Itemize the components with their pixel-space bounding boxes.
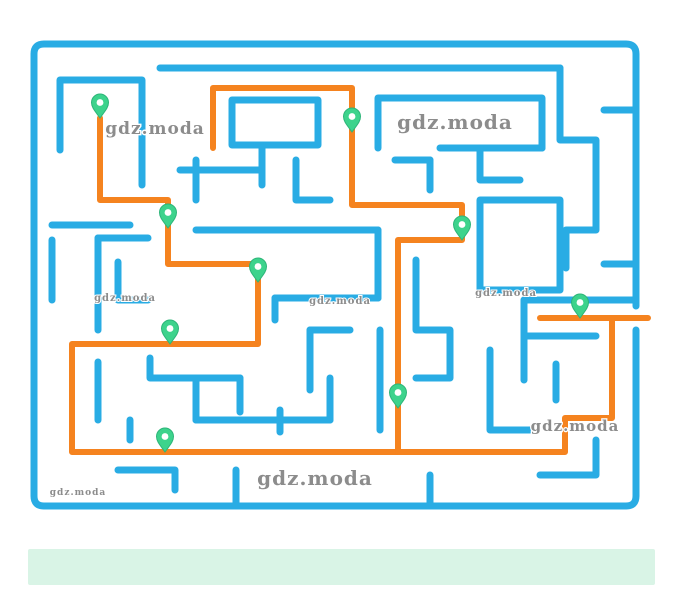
location-pin-icon	[248, 257, 268, 283]
maze-wall	[146, 354, 244, 382]
location-pin-icon	[388, 383, 408, 409]
maze-wall	[292, 156, 334, 204]
footer-bar	[28, 549, 655, 585]
location-pin-icon	[90, 93, 110, 119]
watermark-text: gdz.moda	[257, 466, 373, 490]
maze-wall	[228, 96, 322, 149]
location-pin-icon	[160, 319, 180, 345]
watermark-text: gdz.moda	[531, 417, 620, 435]
location-pin-icon	[155, 427, 175, 453]
watermark-text: gdz.moda	[475, 288, 537, 299]
solution-path	[395, 315, 651, 455]
watermark-text: gdz.moda	[105, 119, 205, 139]
location-pin-icon	[452, 215, 472, 241]
maze-wall	[114, 466, 179, 494]
location-pin-icon	[342, 107, 362, 133]
watermark-text: gdz.moda	[50, 488, 106, 498]
maze-border	[30, 40, 640, 510]
maze-wall	[486, 346, 534, 434]
maze-wall	[476, 196, 564, 294]
solution-path	[69, 85, 465, 455]
location-pin-icon	[158, 203, 178, 229]
watermark-text: gdz.moda	[94, 293, 156, 304]
maze-wall	[412, 256, 454, 382]
location-pin-icon	[570, 293, 590, 319]
maze-wall	[556, 64, 600, 272]
watermark-text: gdz.moda	[397, 110, 513, 134]
maze-wall	[56, 76, 146, 189]
maze-wall	[114, 258, 152, 304]
maze-wall	[374, 94, 546, 152]
maze-wall	[476, 144, 524, 184]
watermark-text: gdz.moda	[309, 296, 371, 307]
maze-wall	[536, 436, 600, 479]
